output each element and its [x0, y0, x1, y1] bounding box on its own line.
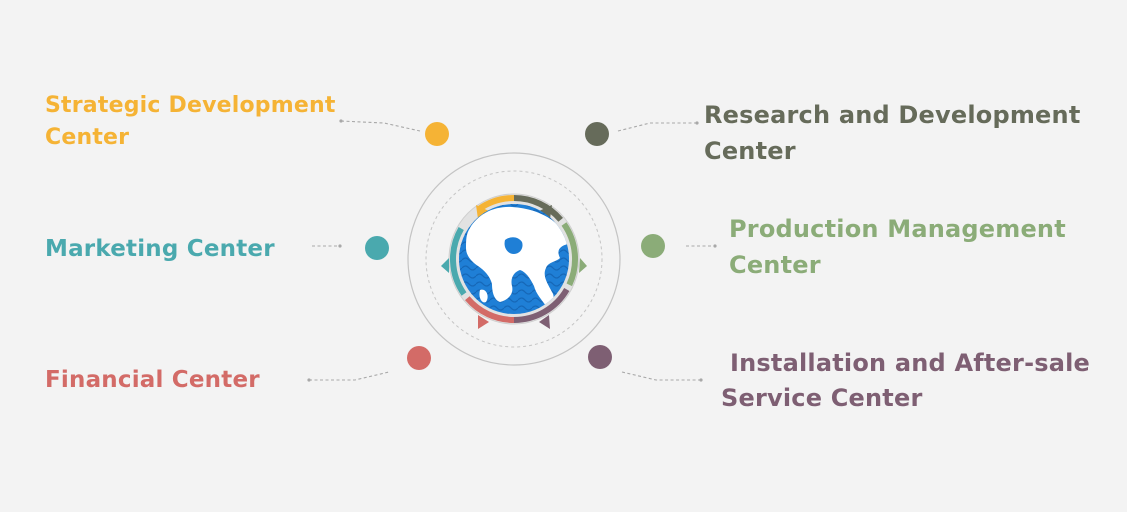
- arrow-bottom-left: [478, 315, 489, 329]
- arc-research: [513, 195, 563, 222]
- arrow-top-right: [539, 205, 552, 219]
- label-line: Center: [729, 251, 821, 279]
- connector-research: [617, 122, 697, 132]
- dot-research: [585, 122, 609, 146]
- dot-financial: [407, 346, 431, 370]
- label-line: Marketing Center: [45, 236, 275, 262]
- label-line: Service Center: [721, 384, 923, 412]
- label-installation-service-center: Installation and After-sale Service Cent…: [721, 346, 1090, 416]
- label-research-development-center: Research and Development Center: [704, 97, 1081, 169]
- arrow-top-left: [476, 205, 489, 219]
- arrow-right: [579, 258, 587, 273]
- dot-marketing: [365, 236, 389, 260]
- connector-financial: [309, 371, 390, 381]
- arc-marketing: [450, 226, 467, 296]
- label-marketing-center: Marketing Center: [45, 232, 275, 266]
- dot-production: [641, 234, 665, 258]
- label-production-management-center: Production Management Center: [729, 211, 1066, 283]
- label-line: Center: [45, 125, 130, 150]
- arrow-left: [441, 258, 449, 273]
- arc-production: [561, 222, 579, 287]
- connector-strategic: [340, 120, 421, 132]
- connector-installation: [621, 371, 701, 381]
- label-line: Strategic Development: [45, 93, 336, 118]
- label-line: Center: [704, 137, 796, 165]
- label-line: Research and Development: [704, 101, 1081, 129]
- label-line: Financial Center: [45, 367, 260, 393]
- arc-financial: [465, 296, 515, 323]
- arc-installation: [513, 287, 570, 323]
- arrow-bottom-right: [539, 315, 550, 329]
- dot-installation: [588, 345, 612, 369]
- dot-strategic: [425, 122, 449, 146]
- label-line: Production Management: [729, 215, 1066, 243]
- label-line: Installation and After-sale: [730, 349, 1091, 377]
- inner-dashed-ring: [425, 170, 603, 348]
- globe-icon: [459, 204, 569, 314]
- outer-ring: [407, 152, 621, 366]
- label-strategic-development-center: Strategic Development Center: [45, 90, 336, 154]
- label-financial-center: Financial Center: [45, 363, 260, 397]
